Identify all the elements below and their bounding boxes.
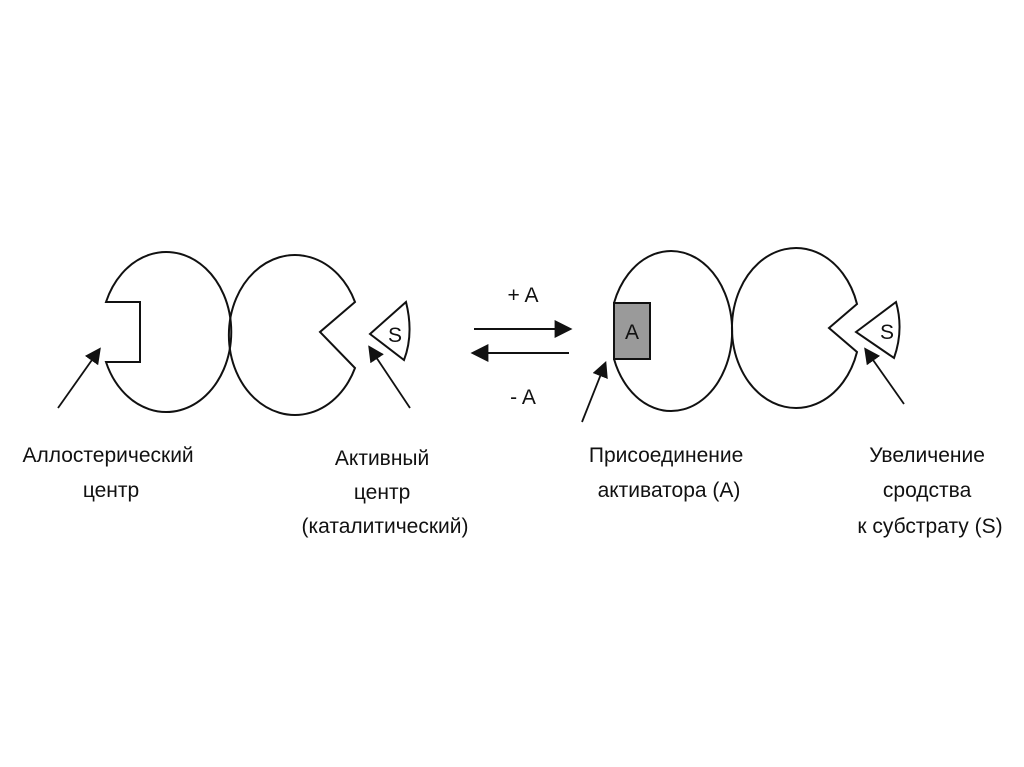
left-enzyme	[104, 251, 411, 416]
affinity-increase-line-3: к субстрату (S)	[857, 515, 1002, 538]
allosteric-center-label: Аллостерический центр	[22, 444, 199, 502]
active-center-line-1: Активный	[335, 447, 429, 470]
right-substrate-symbol: S	[880, 321, 894, 344]
activated-substrate-wedge	[854, 300, 901, 360]
reverse-label: - A	[510, 386, 536, 409]
substrate-wedge	[368, 300, 411, 362]
activator-binding-pointer	[581, 360, 608, 423]
affinity-increase-line-2: сродства	[883, 479, 972, 502]
allosteric-center-pointer	[57, 347, 101, 409]
affinity-pointer	[864, 347, 905, 405]
affinity-increase-label: Увеличение сродства к субстрату (S)	[857, 444, 1002, 538]
affinity-increase-line-1: Увеличение	[869, 444, 985, 467]
activator-binding-line-1: Присоединение	[589, 444, 743, 467]
active-center-pointer	[368, 345, 411, 409]
activated-catalytic-subunit	[731, 247, 859, 409]
activator-block	[613, 302, 651, 360]
allosteric-center-line-2: центр	[83, 479, 139, 502]
activator-binding-line-2: активатора (A)	[598, 479, 741, 502]
catalytic-subunit	[227, 254, 357, 416]
left-substrate-symbol: S	[388, 324, 402, 347]
activator-symbol: A	[625, 321, 639, 344]
active-center-line-2: центр	[354, 481, 410, 504]
activator-binding-label: Присоединение активатора (A)	[589, 444, 749, 502]
right-enzyme	[613, 247, 901, 412]
allosteric-subunit	[104, 251, 233, 413]
forward-label: + A	[508, 284, 539, 307]
active-center-line-3: (каталитический)	[301, 515, 468, 538]
active-center-label: Активный центр (каталитический)	[301, 447, 468, 538]
allosteric-center-line-1: Аллостерический	[22, 444, 193, 467]
